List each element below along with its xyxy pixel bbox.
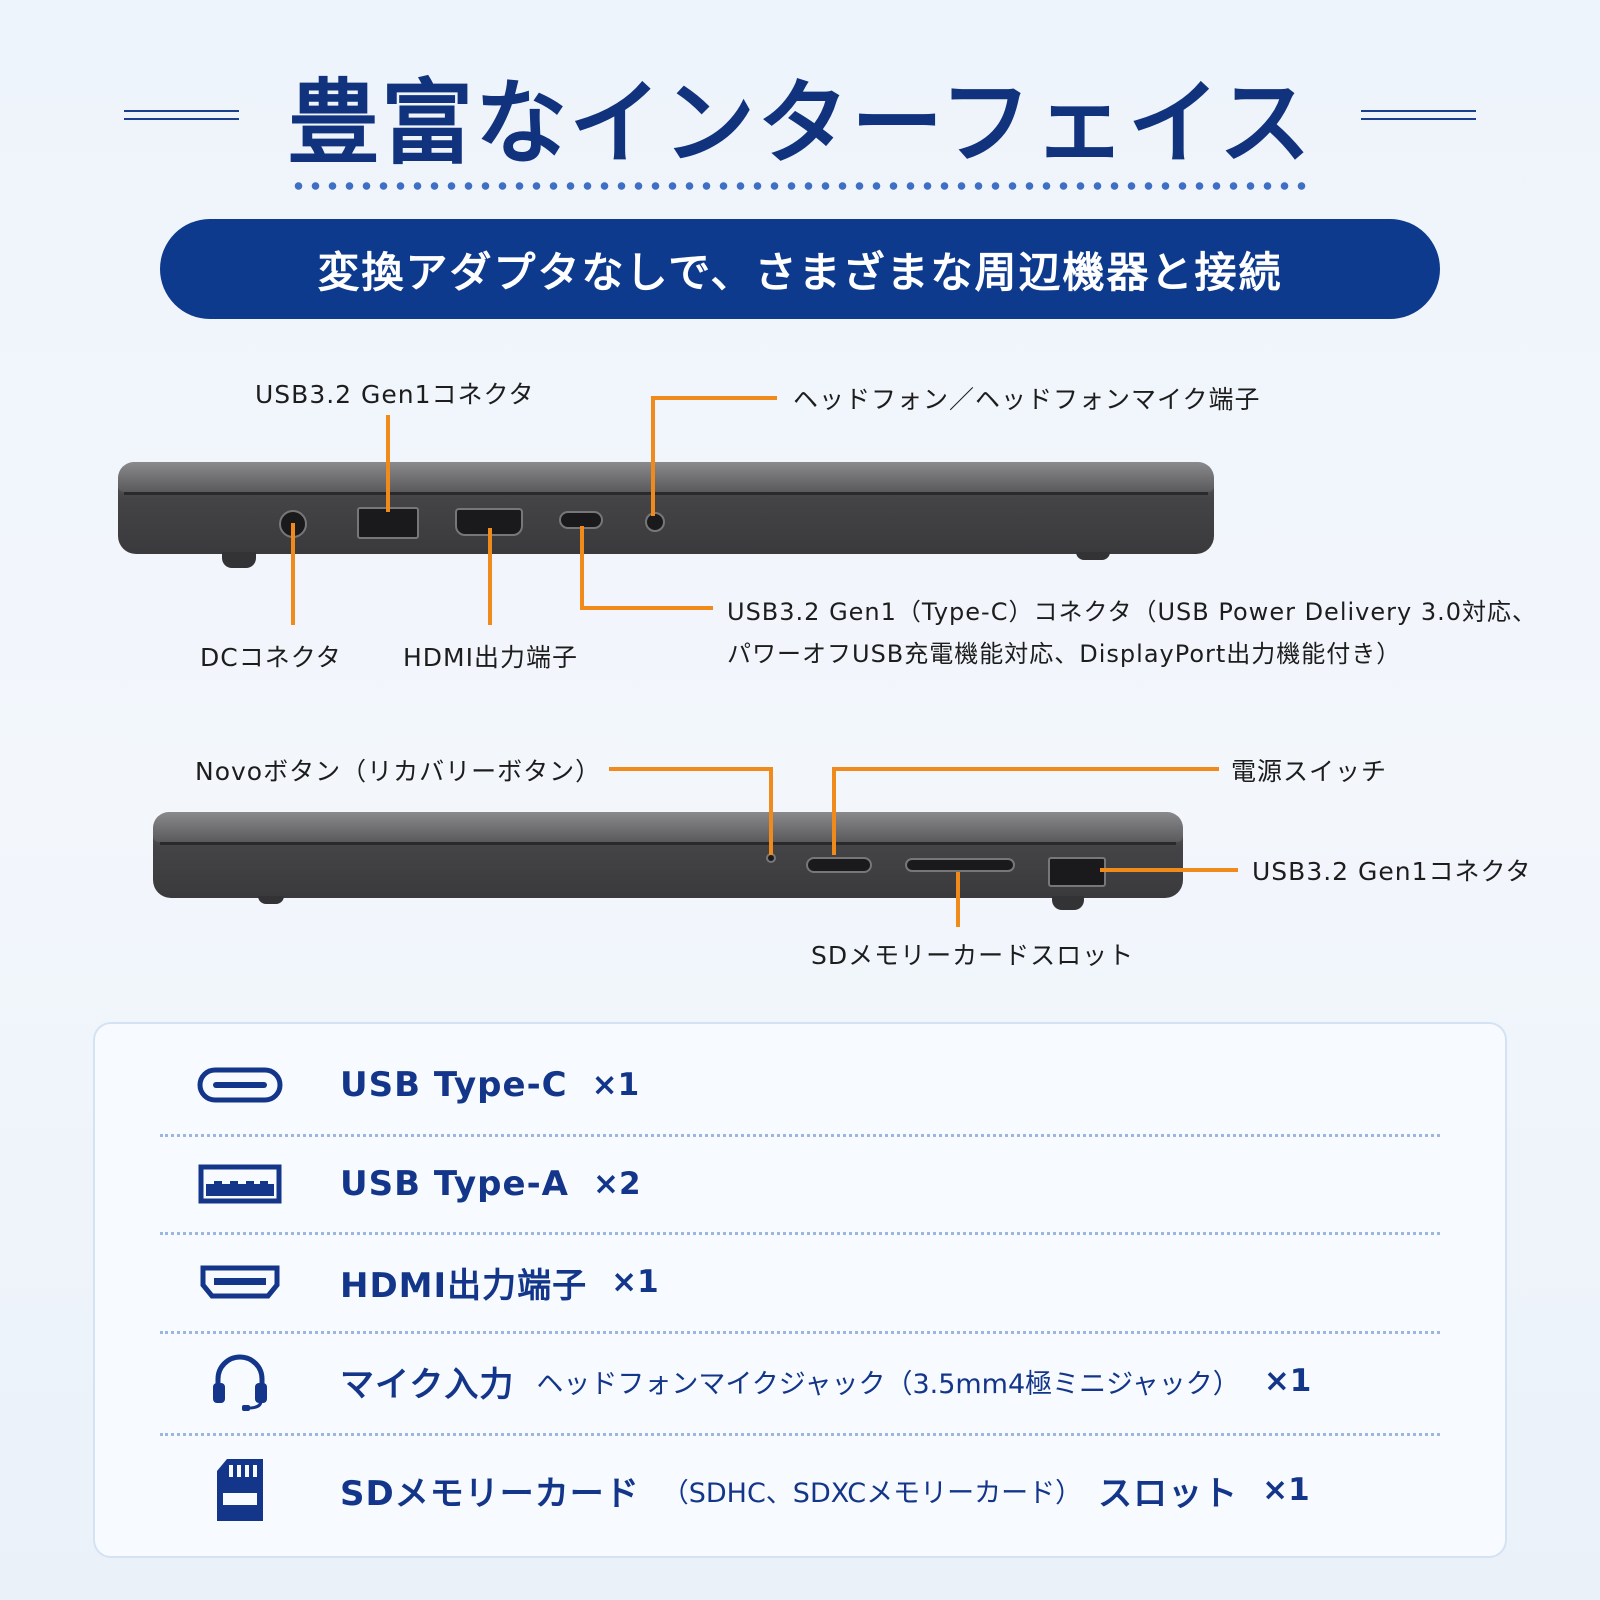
spec-sub: ヘッドフォンマイクジャック（3.5mm4極ミニジャック） [536,1368,1240,1400]
spec-sub: （SDHC、SDXCメモリーカード） [661,1477,1083,1509]
hdmi-icon [190,1247,290,1317]
page-title: 豊富なインターフェイス [287,69,1313,177]
usb-a-port-left [357,507,419,539]
sd-label: SDメモリーカードスロット [811,941,1135,970]
spec-main: USB Type-C [340,1065,568,1105]
spec-qty: ×2 [593,1166,641,1202]
spec-row-usb-c: USB Type-C ×1 [160,1035,1440,1135]
title-deco-right [1360,110,1476,120]
spec-main-2: スロット [1098,1473,1239,1514]
spec-qty: ×1 [1262,1472,1310,1508]
title-row: 豊富なインターフェイス [0,55,1600,177]
dc-label: DCコネクタ [200,643,342,672]
power-switch [806,857,872,873]
usb-c-label-line1: USB3.2 Gen1（Type-C）コネクタ（USB Power Delive… [727,598,1537,626]
usb-a-icon [190,1149,290,1219]
usb-a-left-label: USB3.2 Gen1コネクタ [255,380,535,409]
power-label: 電源スイッチ [1231,757,1388,786]
spec-row-usb-a: USB Type-A ×2 [160,1134,1440,1234]
spec-main: マイク入力 [340,1364,515,1405]
spec-card [93,1022,1507,1558]
sd-slot [905,858,1015,872]
spec-row-hdmi: HDMI出力端子 ×1 [160,1232,1440,1332]
headset-icon [190,1346,290,1416]
usb-c-label-line2: パワーオフUSB充電機能対応、DisplayPort出力機能付き） [727,640,1402,668]
hdmi-label: HDMI出力端子 [403,643,578,672]
spec-qty: ×1 [591,1067,640,1103]
spec-qty: ×1 [611,1264,659,1300]
spec-main: HDMI出力端子 [340,1265,588,1306]
spec-row-sd: SDメモリーカード （SDHC、SDXCメモリーカード） スロット ×1 [160,1440,1440,1540]
banner-text: 変換アダプタなしで、さまざまな周辺機器と接続 [317,247,1283,297]
spec-qty: ×1 [1263,1363,1312,1399]
headphone-label: ヘッドフォン／ヘッドフォンマイク端子 [793,385,1261,414]
novo-label: Novoボタン（リカバリーボタン） [195,757,602,786]
spec-main: USB Type-A [340,1164,569,1204]
usb-a-port-right [1048,857,1106,887]
headphone-port [645,512,665,532]
dotted-divider [290,180,1310,192]
spec-main: SDメモリーカード [340,1473,640,1514]
usb-c-icon [190,1050,290,1120]
usb-a-right-label: USB3.2 Gen1コネクタ [1252,857,1532,886]
title-deco-left [124,110,240,120]
sd-card-icon [190,1455,290,1525]
subtitle-banner: 変換アダプタなしで、さまざまな周辺機器と接続 [160,219,1440,319]
spec-row-mic: マイク入力 ヘッドフォンマイクジャック（3.5mm4極ミニジャック） ×1 [160,1331,1440,1431]
